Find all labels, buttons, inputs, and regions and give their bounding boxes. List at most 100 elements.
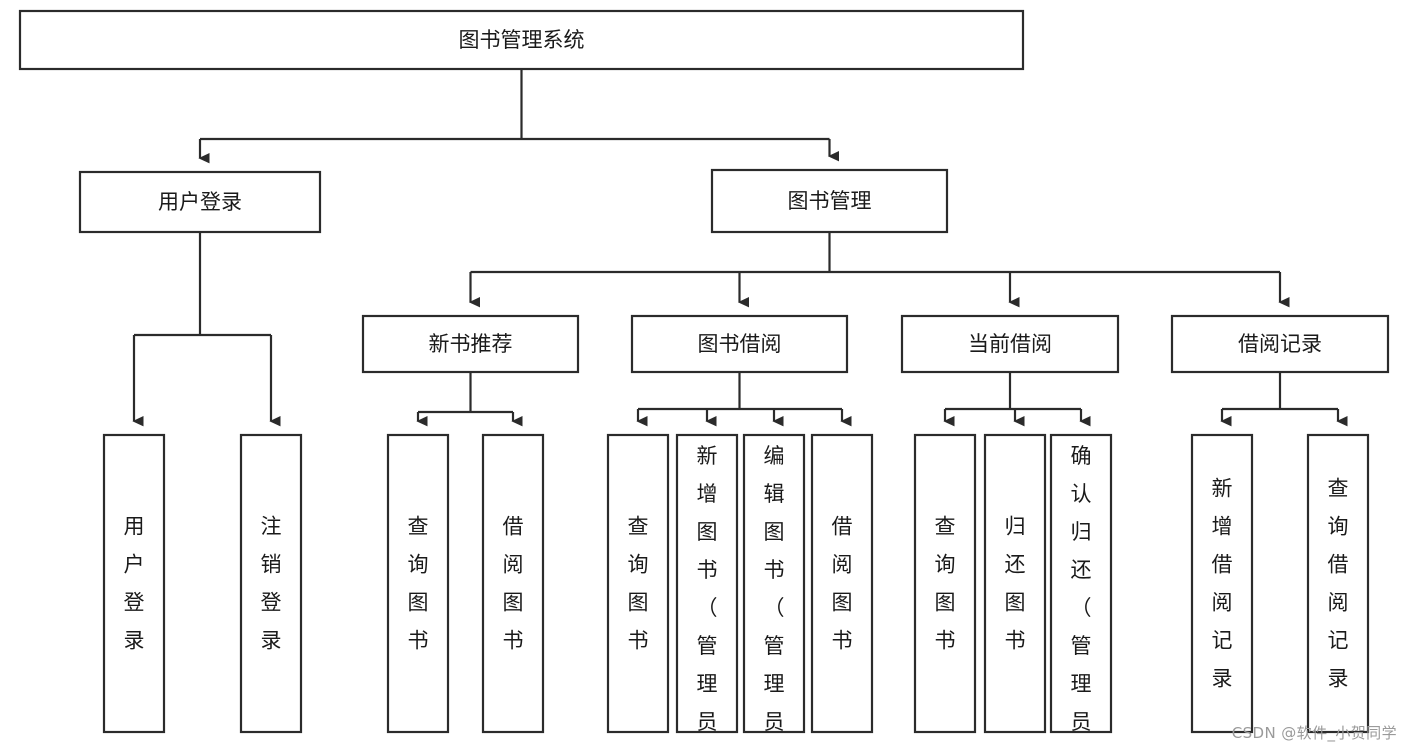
node-box-user-login[interactable] (78, 170, 322, 234)
node-label-leaf-add-book: （ (697, 596, 718, 620)
node-box-book-manage[interactable] (710, 168, 949, 234)
node-box-leaf-query-book-borrow[interactable] (606, 433, 670, 734)
node-box-leaf-return-book[interactable] (983, 433, 1047, 734)
node-label-leaf-add-book: 图 (697, 520, 718, 544)
node-box-leaf-confirm-return[interactable] (1049, 433, 1113, 734)
node-label-leaf-logout: 注 (261, 515, 282, 539)
node-label-leaf-query-record: 查 (1328, 477, 1349, 501)
node-label-leaf-query-book-rec: 图 (408, 591, 429, 615)
node-book-manage[interactable]: 图书管理 (710, 168, 949, 234)
node-label-leaf-add-record: 记 (1212, 629, 1233, 653)
node-book-borrow[interactable]: 图书借阅 (630, 314, 849, 374)
node-label-leaf-add-record: 新 (1212, 477, 1233, 501)
node-label-leaf-user-login: 户 (124, 553, 145, 577)
node-current-borrow[interactable]: 当前借阅 (900, 314, 1120, 374)
node-box-leaf-borrow-book[interactable] (810, 433, 874, 734)
node-leaf-user-login[interactable]: 用户登录 (102, 433, 166, 734)
node-label-leaf-confirm-return: 认 (1071, 482, 1092, 506)
node-box-leaf-edit-book[interactable] (742, 433, 806, 734)
node-label-leaf-user-login: 用 (124, 515, 145, 539)
node-label-leaf-add-book: 增 (697, 482, 718, 506)
node-box-leaf-add-book[interactable] (675, 433, 739, 734)
node-label-leaf-query-book-rec: 询 (408, 553, 429, 577)
node-label-leaf-confirm-return: 员 (1071, 710, 1092, 734)
node-label-leaf-borrow-book: 图 (832, 591, 853, 615)
node-box-leaf-add-record[interactable] (1190, 433, 1254, 734)
node-box-root[interactable] (18, 9, 1025, 71)
node-label-leaf-add-record: 录 (1212, 667, 1233, 691)
node-box-leaf-query-book-current[interactable] (913, 433, 977, 734)
node-label-book-manage: 图书管理 (788, 189, 872, 213)
node-label-leaf-edit-book: （ (764, 596, 785, 620)
csdn-watermark: CSDN @软件_小贺同学 (1231, 724, 1397, 742)
node-label-leaf-query-book-rec: 查 (408, 515, 429, 539)
connector-lines (132, 69, 1348, 427)
node-root[interactable]: 图书管理系统 (18, 9, 1025, 71)
node-label-leaf-query-book-current: 图 (935, 591, 956, 615)
node-label-leaf-logout: 录 (261, 629, 282, 653)
node-borrow-record[interactable]: 借阅记录 (1170, 314, 1390, 374)
node-box-leaf-query-record[interactable] (1306, 433, 1370, 734)
node-label-leaf-return-book: 书 (1005, 629, 1026, 653)
node-label-leaf-borrow-book-rec: 借 (503, 515, 524, 539)
node-label-leaf-query-book-current: 书 (935, 629, 956, 653)
node-box-book-borrow[interactable] (630, 314, 849, 374)
node-label-leaf-query-book-current: 查 (935, 515, 956, 539)
node-box-leaf-user-login[interactable] (102, 433, 166, 734)
node-label-current-borrow: 当前借阅 (968, 332, 1052, 356)
node-box-leaf-logout[interactable] (239, 433, 303, 734)
node-label-leaf-add-book: 管 (697, 634, 718, 658)
node-label-leaf-confirm-return: 归 (1071, 520, 1092, 544)
node-label-root: 图书管理系统 (459, 28, 585, 52)
node-label-leaf-logout: 登 (261, 591, 282, 615)
node-label-leaf-add-book: 书 (697, 558, 718, 582)
node-label-leaf-edit-book: 管 (764, 634, 785, 658)
node-label-leaf-query-book-borrow: 查 (628, 515, 649, 539)
node-label-leaf-add-record: 借 (1212, 553, 1233, 577)
node-label-leaf-query-record: 询 (1328, 515, 1349, 539)
node-label-leaf-borrow-book: 书 (832, 629, 853, 653)
node-box-current-borrow[interactable] (900, 314, 1120, 374)
node-label-leaf-edit-book: 辑 (764, 482, 785, 506)
node-label-leaf-query-book-borrow: 图 (628, 591, 649, 615)
node-label-leaf-user-login: 录 (124, 629, 145, 653)
node-label-leaf-add-record: 增 (1212, 515, 1233, 539)
node-label-leaf-edit-book: 理 (764, 672, 785, 696)
node-label-leaf-edit-book: 书 (764, 558, 785, 582)
node-label-leaf-return-book: 还 (1005, 553, 1026, 577)
node-user-login[interactable]: 用户登录 (78, 170, 322, 234)
node-label-user-login: 用户登录 (158, 190, 242, 214)
node-label-leaf-query-record: 阅 (1328, 591, 1349, 615)
node-label-leaf-add-book: 新 (697, 444, 718, 468)
node-box-borrow-record[interactable] (1170, 314, 1390, 374)
node-label-leaf-return-book: 图 (1005, 591, 1026, 615)
node-box-leaf-query-book-rec[interactable] (386, 433, 450, 734)
node-box-leaf-borrow-book-rec[interactable] (481, 433, 545, 734)
node-label-leaf-confirm-return: 还 (1071, 558, 1092, 582)
node-label-leaf-query-record: 借 (1328, 553, 1349, 577)
node-label-leaf-confirm-return: 理 (1071, 672, 1092, 696)
node-label-leaf-edit-book: 员 (764, 710, 785, 734)
node-box-new-book-recommend[interactable] (361, 314, 580, 374)
node-label-leaf-add-record: 阅 (1212, 591, 1233, 615)
node-label-leaf-borrow-book-rec: 图 (503, 591, 524, 615)
node-label-leaf-confirm-return: （ (1071, 596, 1092, 620)
node-label-leaf-borrow-book-rec: 书 (503, 629, 524, 653)
node-label-leaf-query-book-rec: 书 (408, 629, 429, 653)
node-label-leaf-borrow-book: 借 (832, 515, 853, 539)
node-label-leaf-add-book: 理 (697, 672, 718, 696)
node-new-book-recommend[interactable]: 新书推荐 (361, 314, 580, 374)
